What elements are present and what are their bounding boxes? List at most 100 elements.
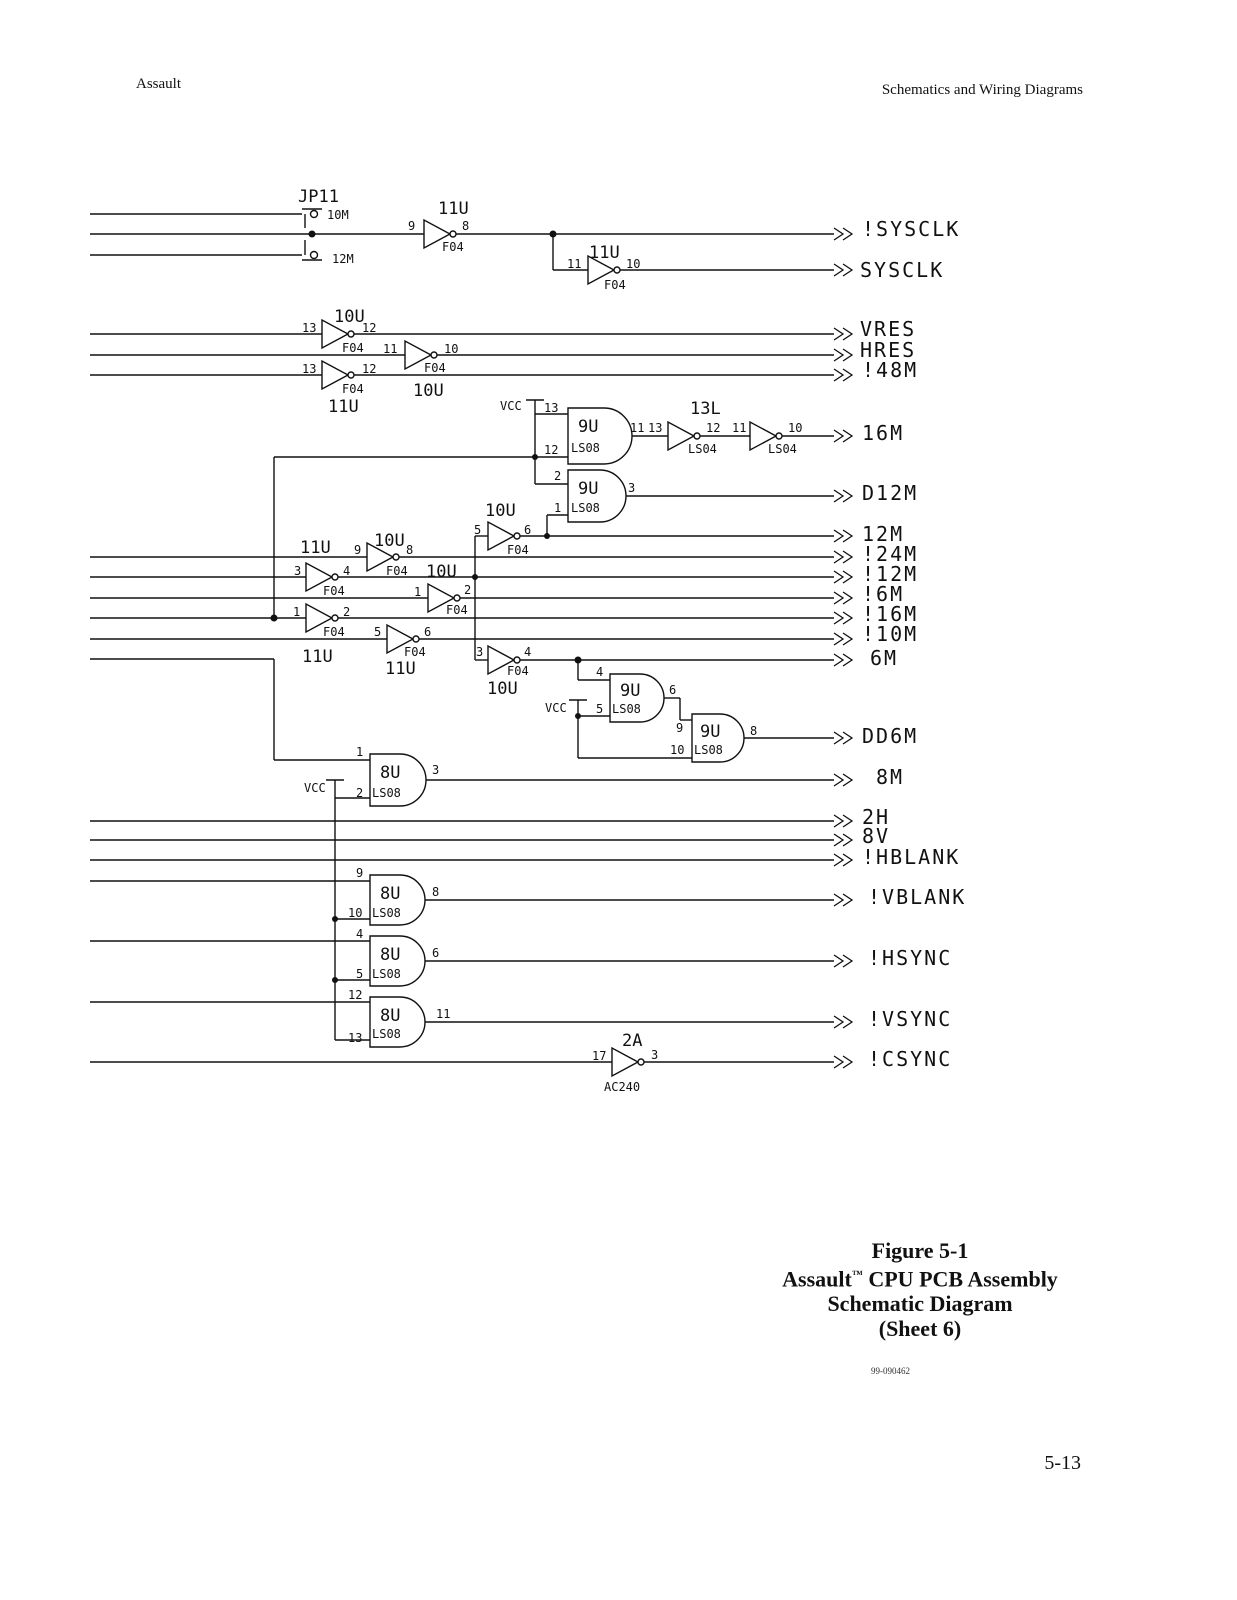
- title-brand: Assault: [782, 1266, 852, 1292]
- page-number: 5-13: [1044, 1452, 1081, 1474]
- figure-number: Figure 5-1: [871, 1238, 969, 1263]
- header-title: Assault: [136, 76, 181, 92]
- pin-in-b: 5: [596, 702, 603, 716]
- gate-part: LS08: [372, 906, 401, 920]
- pin-out: 4: [343, 564, 350, 578]
- pin-in: 1: [414, 585, 421, 599]
- pin-in-a: 1: [356, 745, 363, 759]
- gate-ref: 13L: [690, 399, 721, 419]
- inverter-10u-9-8: 10U 9 8 F04: [354, 531, 413, 578]
- gate-ref: 8U: [380, 945, 400, 965]
- pin-in-a: 2: [554, 469, 561, 483]
- pin-in-a: 9: [676, 721, 683, 735]
- pin-out: 12: [706, 421, 720, 435]
- gate-part: F04: [404, 645, 426, 659]
- pin-out: 11: [630, 421, 644, 435]
- pin-out: 3: [432, 763, 439, 777]
- gate-part: LS08: [372, 786, 401, 800]
- inverter-10u-11-10: 10U 11 10 F04: [383, 339, 458, 401]
- vcc-label: VCC: [545, 701, 567, 715]
- signal-label: !6M: [862, 582, 904, 606]
- gate-ref: 8U: [380, 763, 400, 783]
- pin-in: 11: [383, 342, 397, 356]
- signal-label: DD6M: [862, 724, 918, 748]
- figure-subtitle: Schematic Diagram: [827, 1291, 1013, 1317]
- inverter-11u-5-6: 11U 5 6 F04: [374, 623, 431, 679]
- gate-ref: 10U: [413, 381, 444, 401]
- and-gate-9u-8: 9U LS08 9 10 8: [670, 713, 757, 763]
- gate-part: LS08: [571, 441, 600, 455]
- vcc-label: VCC: [500, 399, 522, 413]
- pin-in: 9: [354, 543, 361, 557]
- gate-part: F04: [604, 278, 626, 292]
- vcc-symbol-2: VCC: [545, 699, 587, 758]
- and-gate-8u-8: 8U LS08 9 10 8: [348, 866, 439, 926]
- pin-in: 3: [294, 564, 301, 578]
- inverter-11u-11-10: 11U 11 10 F04: [567, 243, 640, 292]
- inverter-10u-13-12: 10U 13 12 F04: [302, 307, 376, 355]
- gate-ref: 11U: [328, 397, 359, 417]
- signal-label: HRES: [860, 338, 916, 362]
- pin-out: 6: [669, 683, 676, 697]
- signal-label: 6M: [870, 646, 898, 670]
- and-gate-9u-6: 9U LS08 4 5 6: [596, 665, 676, 723]
- signal-label: !VSYNC: [868, 1007, 952, 1031]
- pin-in-a: 12: [348, 988, 362, 1002]
- pin-out: 6: [424, 625, 431, 639]
- gate-part: F04: [342, 382, 364, 396]
- pin-in: 17: [592, 1049, 606, 1063]
- pin-in-b: 1: [554, 501, 561, 515]
- gate-ref: 9U: [578, 479, 598, 499]
- pin-in: 1: [293, 605, 300, 619]
- buffer-2a-ac240: 2A 17 3 AC240: [592, 1031, 658, 1094]
- gate-part: F04: [424, 361, 446, 375]
- pin-in: 13: [302, 321, 316, 335]
- gate-part: F04: [507, 664, 529, 678]
- figure-sheet: (Sheet 6): [878, 1316, 962, 1342]
- connector-arrows: [833, 227, 854, 1069]
- vcc-label: VCC: [304, 781, 326, 795]
- pin-in-b: 10: [670, 743, 684, 757]
- pin-in-b: 5: [356, 967, 363, 981]
- gate-ref: 11U: [589, 243, 620, 263]
- gate-ref: 11U: [300, 538, 331, 558]
- pin-in-b: 13: [348, 1031, 362, 1045]
- pin-out: 12: [362, 362, 376, 376]
- gate-part: LS08: [372, 1027, 401, 1041]
- pin-in-b: 12: [544, 443, 558, 457]
- pin-in-b: 10: [348, 906, 362, 920]
- pin-in-a: 4: [596, 665, 603, 679]
- gate-ref: 9U: [620, 681, 640, 701]
- pin-in: 5: [474, 523, 481, 537]
- gate-part: F04: [323, 584, 345, 598]
- and-gate-8u-6: 8U LS08 4 5 6: [356, 927, 439, 987]
- gate-part: F04: [442, 240, 464, 254]
- pin-in: 9: [408, 219, 415, 233]
- pin-in: 13: [648, 421, 662, 435]
- gate-ref: 9U: [578, 417, 598, 437]
- and-gate-8u-11: 8U LS08 12 13 11: [348, 988, 450, 1048]
- figure-caption: Figure 5-1 Assault™ CPU PCB Assembly Sch…: [700, 1238, 1140, 1341]
- gate-ref: 8U: [380, 884, 400, 904]
- pin-in: 13: [302, 362, 316, 376]
- document-number: 99-090462: [871, 1366, 910, 1376]
- gate-part: LS08: [571, 501, 600, 515]
- gate-part: LS08: [612, 702, 641, 716]
- inverter-10u-5-6: 10U 5 6 F04: [474, 501, 531, 557]
- gate-part: F04: [507, 543, 529, 557]
- pin-in-a: 4: [356, 927, 363, 941]
- inverter-11u-13-12: 11U 13 12 F04: [302, 359, 376, 417]
- title-rest: CPU PCB Assembly: [862, 1266, 1058, 1292]
- signal-label: 2H: [862, 805, 890, 829]
- vcc-symbol: VCC: [500, 399, 544, 484]
- gate-ref: 10U: [485, 501, 516, 521]
- vcc-symbol-3: VCC: [304, 779, 344, 1040]
- gate-ref: 11U: [385, 659, 416, 679]
- pin-in: 11: [732, 421, 746, 435]
- gate-part: LS04: [768, 442, 797, 456]
- gate-part: F04: [323, 625, 345, 639]
- gate-ref: 8U: [380, 1006, 400, 1026]
- pin-out: 8: [432, 885, 439, 899]
- signal-label: 16M: [862, 421, 904, 445]
